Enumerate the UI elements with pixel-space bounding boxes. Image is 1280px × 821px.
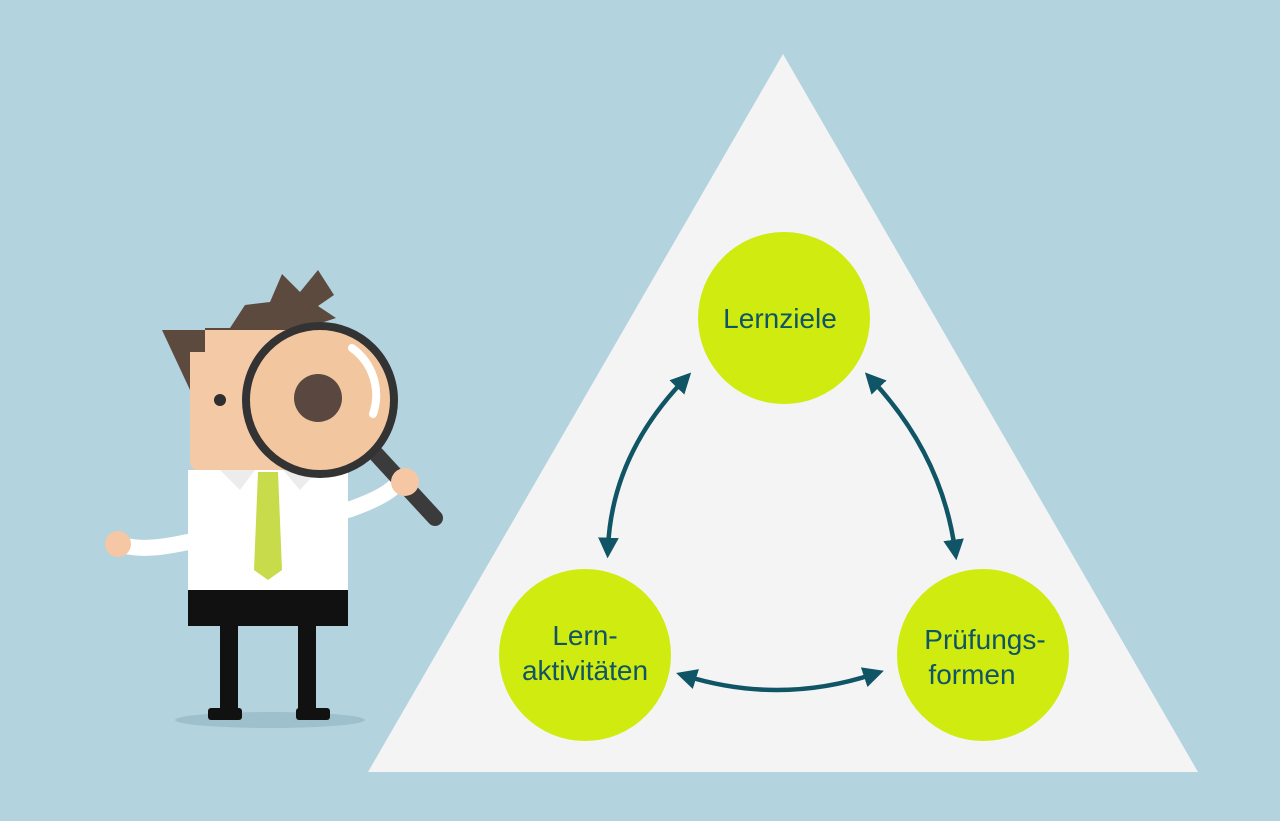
right-arm [340, 478, 403, 518]
node-label-line: aktivitäten [522, 655, 648, 686]
left-shoe [208, 708, 242, 720]
node-label-line: Lern- [552, 620, 617, 651]
hair [162, 270, 336, 390]
arrow-lernziele-lernaktivitaeten [598, 372, 692, 559]
businessman-illustration [105, 270, 443, 728]
triangle-background [368, 54, 1198, 772]
node-circle [698, 232, 870, 404]
node-label-line: Lernziele [723, 303, 837, 334]
magnified-eye [294, 374, 342, 422]
node-label-line: formen [928, 659, 1015, 690]
arrow-lernziele-pruefungsformen [864, 372, 964, 561]
node-lernziele: Lernziele [698, 232, 870, 404]
arrow-layer [598, 372, 964, 693]
node-label-line: Prüfungs- [924, 624, 1045, 655]
tie [254, 472, 282, 580]
node-circle [897, 569, 1069, 741]
node-lernaktivitaeten: Lern- aktivitäten [499, 569, 671, 741]
right-shoe [296, 708, 330, 720]
floor-shadow [175, 712, 365, 728]
node-pruefungsformen: Prüfungs- formen [897, 569, 1069, 741]
right-leg [298, 620, 316, 712]
left-hand [105, 531, 131, 557]
node-circle [499, 569, 671, 741]
left-leg [220, 620, 238, 712]
arrow-lernaktivitaeten-pruefungsformen [676, 667, 884, 693]
trousers [188, 588, 348, 626]
right-hand [391, 468, 419, 496]
left-arm [114, 534, 196, 556]
lens-highlight [348, 344, 381, 418]
collar-left [220, 470, 255, 490]
eye [214, 394, 226, 406]
